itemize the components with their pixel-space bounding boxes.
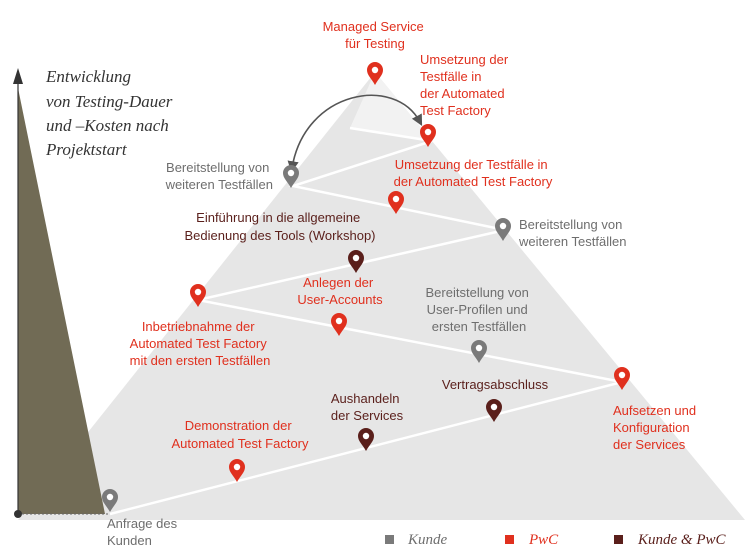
pin-aufsetzen-icon	[614, 367, 630, 390]
cost-wedge	[18, 88, 105, 514]
label-bereitstellung-left: Bereitstellung von weiteren Testfällen	[165, 160, 273, 192]
pin-anfrage-icon	[102, 489, 118, 512]
pins	[102, 62, 630, 512]
label-umsetzung-mid: Umsetzung der Testfälle in der Automated…	[394, 157, 553, 189]
label-bereitstellung-right: Bereitstellung von weiteren Testfällen	[518, 217, 626, 249]
pin-demonstration-icon	[229, 459, 245, 482]
axis-origin-dot	[14, 510, 22, 518]
axis-arrow-icon	[13, 68, 23, 84]
pin-inbetriebnahme-icon	[190, 284, 206, 307]
pin-managed-service-icon	[367, 62, 383, 85]
pin-vertragsabschluss-icon	[486, 399, 502, 422]
label-managed-service: Managed Service für Testing	[323, 19, 428, 51]
legend-swatch-kunde-pwc	[614, 535, 623, 544]
label-anlegen: Anlegen der User-Accounts	[297, 275, 383, 307]
pin-einfuehrung-icon	[348, 250, 364, 273]
label-aufsetzen: Aufsetzen und Konfiguration der Services	[613, 403, 700, 452]
legend-swatch-pwc	[505, 535, 514, 544]
label-inbetriebnahme: Inbetriebnahme der Automated Test Factor…	[130, 319, 271, 368]
legend-swatch-kunde	[385, 535, 394, 544]
label-umsetzung-top: Umsetzung der Testfälle in der Automated…	[420, 52, 512, 118]
pin-bereitstellung-profile-icon	[471, 340, 487, 363]
pin-bereitstellung-left-icon	[283, 165, 299, 188]
label-demonstration: Demonstration der Automated Test Factory	[171, 418, 309, 451]
legend-label-kunde-pwc: Kunde & PwC	[637, 532, 726, 548]
label-aushandeln: Aushandeln der Services	[331, 391, 404, 423]
diagram-title: Entwicklung von Testing-Dauer und –Koste…	[45, 67, 177, 159]
pyramid-triangle	[18, 72, 745, 520]
pin-bereitstellung-right-icon	[495, 218, 511, 241]
label-anfrage: Anfrage des Kunden	[107, 516, 181, 548]
pin-anlegen-icon	[331, 313, 347, 336]
pin-aushandeln-icon	[358, 428, 374, 451]
label-vertragsabschluss: Vertragsabschluss	[442, 377, 549, 392]
legend-label-kunde: Kunde	[407, 532, 448, 548]
pin-umsetzung-top-icon	[420, 124, 436, 147]
curved-arrow	[287, 94, 423, 173]
legend: Kunde PwC Kunde & PwC	[385, 532, 726, 548]
label-einfuehrung: Einführung in die allgemeine Bedienung d…	[184, 210, 375, 243]
label-bereitstellung-profile: Bereitstellung von User-Profilen und ers…	[426, 285, 533, 334]
pin-umsetzung-mid-icon	[388, 191, 404, 214]
legend-label-pwc: PwC	[528, 532, 559, 548]
